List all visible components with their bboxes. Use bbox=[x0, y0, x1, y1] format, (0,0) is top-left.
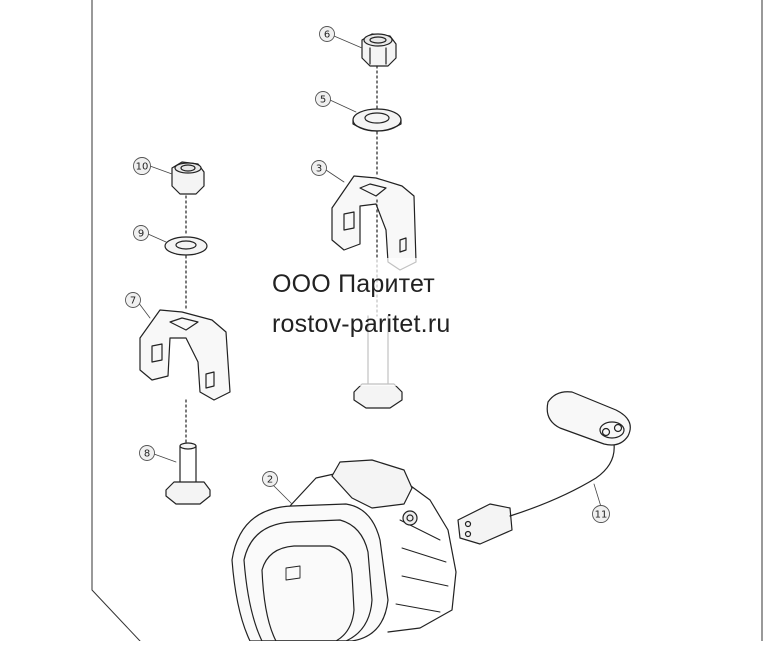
leader-lines bbox=[137, 35, 603, 511]
callout-5: 5 bbox=[315, 91, 331, 107]
callout-2: 2 bbox=[262, 471, 278, 487]
watermark-company: ООО Паритет bbox=[272, 270, 435, 298]
watermark-website: rostov-paritet.ru bbox=[272, 310, 451, 338]
svg-text:6: 6 bbox=[324, 30, 330, 41]
washer-part-9 bbox=[164, 236, 208, 256]
svg-text:11: 11 bbox=[595, 510, 608, 521]
callout-6: 6 bbox=[319, 26, 335, 42]
callout-8: 8 bbox=[139, 445, 155, 461]
callout-3: 3 bbox=[311, 160, 327, 176]
nut-part-10 bbox=[171, 161, 205, 195]
bracket-part-7 bbox=[139, 309, 231, 401]
svg-text:7: 7 bbox=[130, 296, 136, 307]
nut-part-6 bbox=[361, 33, 397, 67]
callout-7: 7 bbox=[125, 292, 141, 308]
washer-part-5 bbox=[352, 108, 402, 132]
svg-text:3: 3 bbox=[316, 164, 322, 175]
callout-10: 10 bbox=[133, 157, 151, 175]
page-border bbox=[91, 0, 763, 642]
callout-11: 11 bbox=[592, 505, 610, 523]
svg-text:5: 5 bbox=[320, 95, 326, 106]
callout-9: 9 bbox=[133, 225, 149, 241]
svg-text:9: 9 bbox=[138, 229, 144, 240]
svg-text:8: 8 bbox=[144, 449, 150, 460]
bolt-part-8 bbox=[165, 442, 211, 505]
watermark-panel bbox=[248, 258, 538, 386]
lamp-housing-part-2 bbox=[231, 459, 457, 642]
svg-text:2: 2 bbox=[267, 475, 273, 486]
connector-part-11 bbox=[457, 391, 631, 545]
svg-text:10: 10 bbox=[136, 162, 149, 173]
bracket-part-3 bbox=[331, 175, 417, 271]
